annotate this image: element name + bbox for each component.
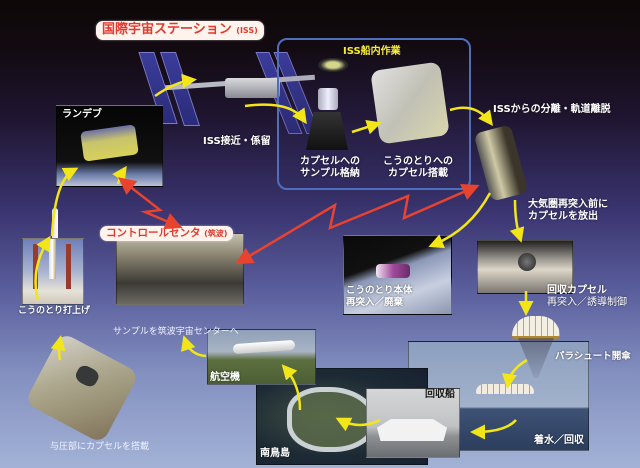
launch-tower-left <box>33 244 38 289</box>
iss-approach-label: ISS接近・係留 <box>203 136 271 147</box>
launch-photo <box>22 238 84 305</box>
htv-departing <box>473 124 529 202</box>
separation-label: ISSからの分離・軌道離脱 <box>493 104 611 115</box>
load-capsule-label: 与圧部にカプセルを搭載 <box>50 442 150 452</box>
control-center-photo <box>116 233 244 305</box>
capsule-release-label: 大気圏再突入前に カプセルを放出 <box>528 199 608 222</box>
rendezvous-label: ランデブ <box>62 109 102 120</box>
iss-onboard-work-label: ISS船内作業 <box>343 46 401 57</box>
to-tsukuba-label: サンプルを筑波宇宙センターへ <box>113 327 239 337</box>
launch-label: こうのとり打上げ <box>18 306 91 316</box>
htv-spacecraft <box>80 124 139 162</box>
htv-reentry-label: こうのとり本体 再突入／廃棄 <box>346 285 413 308</box>
step-store-sample: カプセルへの サンプル格納 <box>300 156 360 179</box>
iss-modules <box>225 78 280 98</box>
parachute-label: パラシュート開傘 <box>555 351 631 362</box>
jet <box>232 339 296 355</box>
aircraft-photo <box>207 329 316 385</box>
launch-tower-right <box>66 244 71 289</box>
capsule <box>518 253 536 271</box>
rocket-nose <box>52 208 58 238</box>
island-shape <box>287 387 377 452</box>
htv-burning <box>376 264 410 278</box>
step-load-capsule: こうのとりへの カプセル搭載 <box>383 156 453 179</box>
htv-module-render <box>370 61 450 145</box>
parachute-top <box>512 316 560 339</box>
island-label: 南鳥島 <box>260 448 290 459</box>
capsule-reentry-label: 回収カプセル 再突入／誘導制御 <box>547 285 627 308</box>
pressurized-module-render <box>24 332 140 444</box>
recovery-ship-label: 回収船 <box>425 389 455 400</box>
capsule-slot <box>73 362 102 390</box>
iss-title-badge: 国際宇宙ステーション (ISS) <box>96 21 264 40</box>
capsule-lid <box>318 58 348 72</box>
aircraft-label: 航空機 <box>210 372 240 383</box>
capsule-body <box>306 112 348 150</box>
recovery-ship-photo <box>366 388 460 458</box>
control-center-badge: コントロールセンタ (筑波) <box>100 226 234 241</box>
parachute-landing <box>476 384 534 394</box>
splashdown-label: 着水／回収 <box>534 435 584 446</box>
rocket <box>49 239 56 279</box>
sample-container <box>318 88 338 110</box>
ship-hull <box>377 419 447 441</box>
